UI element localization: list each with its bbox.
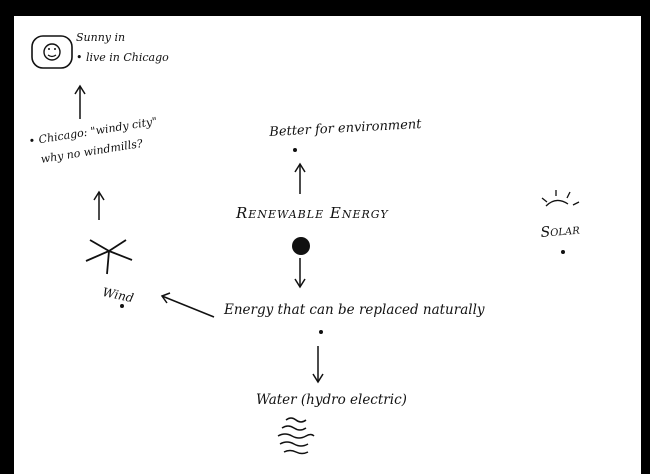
chicago-note: • live in Chicago: [76, 51, 169, 64]
sun-icon: [541, 190, 580, 207]
renewable-energy-node: Renewable Energy: [236, 204, 389, 222]
sketch-paper: Sunny in • live in Chicago • Chicago: "w…: [14, 16, 641, 474]
arrow-to-wind: [161, 295, 215, 318]
solar-node: Solar: [539, 221, 581, 241]
smiley-box: [31, 35, 73, 69]
sketch-drawing: [31, 35, 580, 455]
water-node: Water (hydro electric): [256, 392, 407, 408]
windmill-icon: [85, 239, 133, 275]
water-waves-icon: [277, 417, 315, 455]
center-node: [292, 237, 310, 255]
definition-node: Energy that can be replaced naturally: [224, 302, 485, 318]
smiley-face-icon: [43, 43, 61, 61]
sunny-note: Sunny in: [76, 31, 126, 44]
